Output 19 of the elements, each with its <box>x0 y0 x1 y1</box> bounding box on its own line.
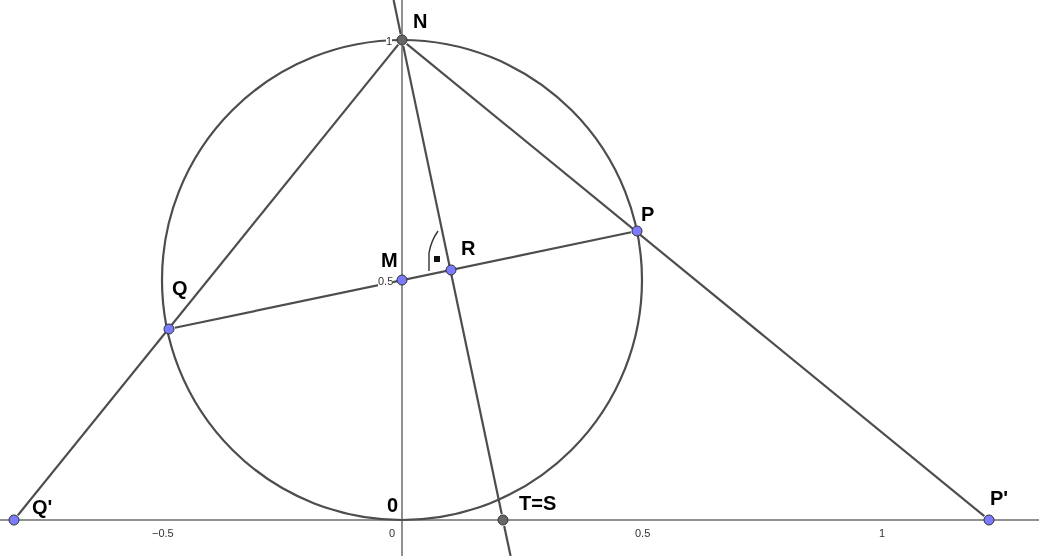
origin-label: 0 <box>387 494 399 516</box>
point-label: Q' <box>32 496 53 518</box>
line-segment <box>405 42 986 518</box>
point-label: M <box>381 249 398 271</box>
axis-tick-label: 0 <box>389 527 396 539</box>
axis-tick-label: 0.5 <box>635 527 651 539</box>
line-segment <box>16 43 400 517</box>
point-label: P' <box>990 487 1009 509</box>
point-label: P <box>641 203 655 225</box>
axis-tick-label: 1 <box>879 527 886 539</box>
point-label: T=S <box>519 492 557 514</box>
line-segment <box>402 45 503 515</box>
axis-tick-label: 0.5 <box>378 275 394 287</box>
point-label: Q <box>172 277 188 299</box>
point-label: R <box>461 237 476 259</box>
axis-tick-label: 1 <box>386 35 393 47</box>
point-label: N <box>413 10 428 32</box>
axis-tick-label: −0.5 <box>152 527 174 539</box>
line-segment <box>174 231 632 329</box>
